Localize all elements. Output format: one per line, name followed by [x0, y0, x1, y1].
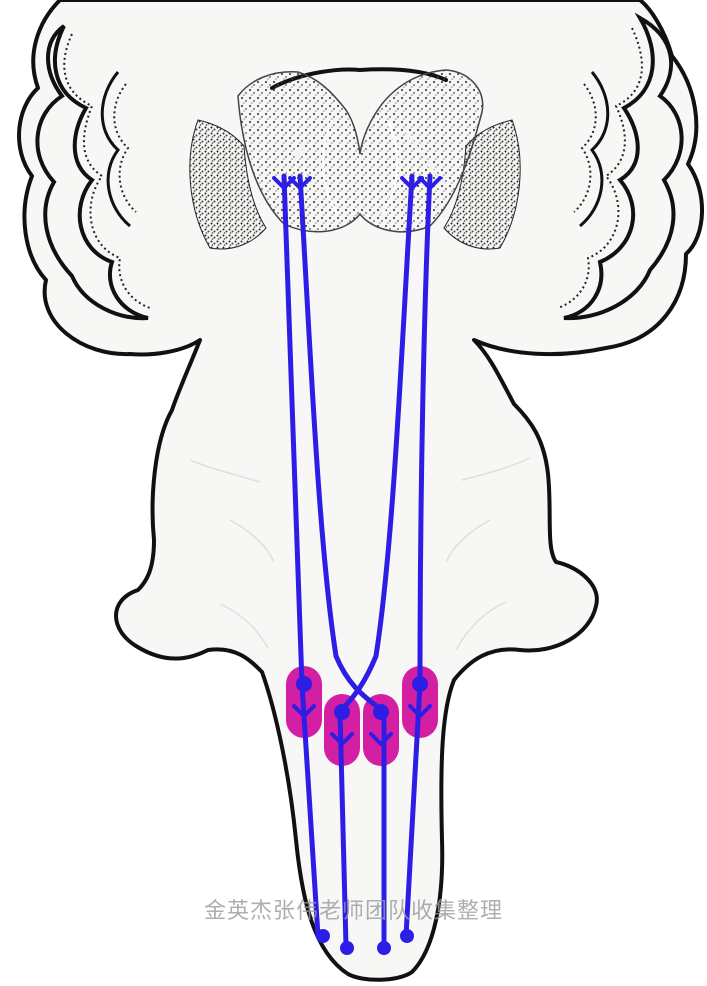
brainstem-diagram: 金英杰张伟老师团队收集整理: [0, 0, 707, 982]
brainstem-illustration: [0, 0, 707, 982]
